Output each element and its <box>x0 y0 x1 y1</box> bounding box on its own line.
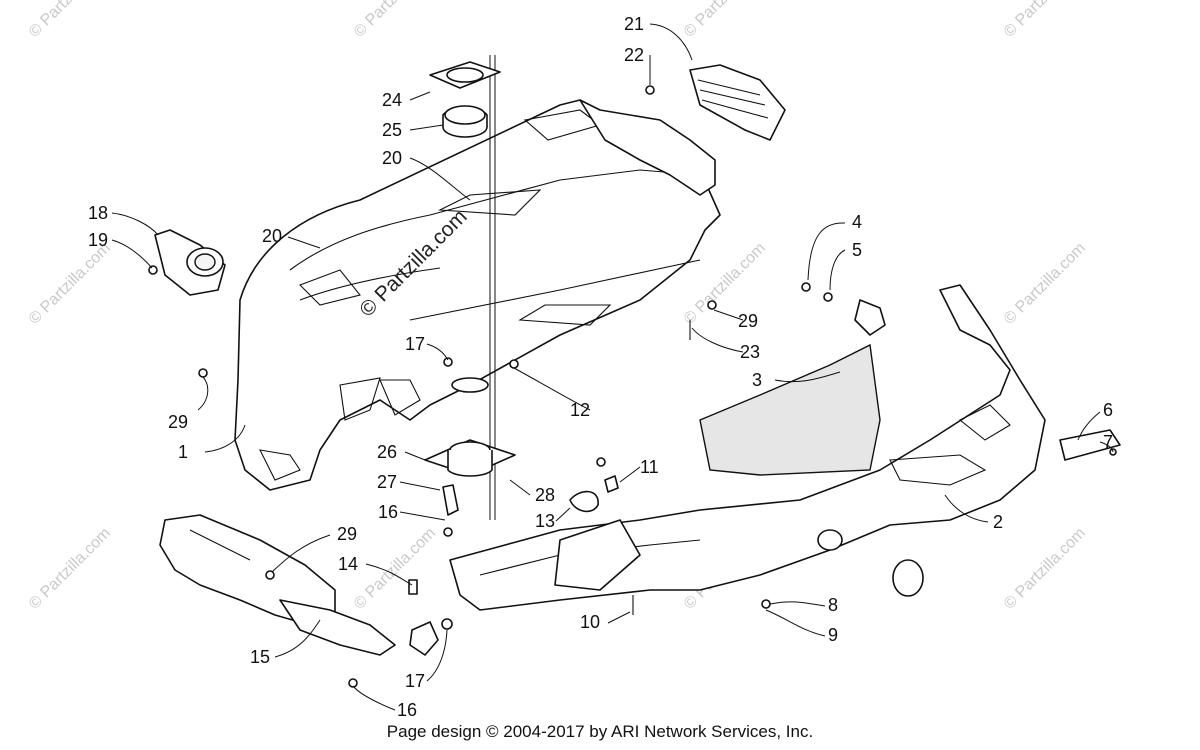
mesh-panel-part[interactable] <box>699 343 881 476</box>
callout-label[interactable]: 4 <box>852 212 862 232</box>
callout-label[interactable]: 13 <box>535 511 555 531</box>
watermark: © Partzilla.com <box>681 0 769 41</box>
callout-label[interactable]: 29 <box>337 524 357 544</box>
callout-label[interactable]: 1 <box>178 442 188 462</box>
callout-label[interactable]: 17 <box>405 671 425 691</box>
callout-label[interactable]: 3 <box>752 370 762 390</box>
callout-label[interactable]: 25 <box>382 120 402 140</box>
callout-label[interactable]: 23 <box>740 342 760 362</box>
callout-label[interactable]: 11 <box>640 457 659 477</box>
callout-labels: 1 2 3 4 5 6 7 8 9 10 11 12 13 14 15 16 1… <box>88 14 1113 720</box>
watermark: © Partzilla.com <box>1001 525 1089 613</box>
callout-label[interactable]: 10 <box>580 612 600 632</box>
callout-label[interactable]: 9 <box>828 625 838 645</box>
callout-label[interactable]: 24 <box>382 90 402 110</box>
watermark: © Partzilla.com <box>26 0 114 41</box>
callout-label[interactable]: 7 <box>1103 432 1113 452</box>
gasket-stack-part[interactable] <box>424 55 516 520</box>
callout-label[interactable]: 28 <box>535 485 555 505</box>
boot-part[interactable] <box>148 229 226 296</box>
callout-label[interactable]: 14 <box>338 554 358 574</box>
callout-label[interactable]: 20 <box>382 148 402 168</box>
callout-label[interactable]: 17 <box>405 334 425 354</box>
leader-lines <box>111 23 1114 711</box>
watermark: © Partzilla.com <box>1001 0 1089 41</box>
callout-label[interactable]: 19 <box>88 230 108 250</box>
callout-label[interactable]: 8 <box>828 595 838 615</box>
callout-label[interactable]: 6 <box>1103 400 1113 420</box>
callout-label[interactable]: 5 <box>852 240 862 260</box>
watermark: © Partzilla.com <box>351 0 439 41</box>
callout-label[interactable]: 12 <box>570 400 590 420</box>
watermark: © Partzilla.com <box>26 240 114 328</box>
watermark: © Partzilla.com <box>351 525 439 613</box>
watermark: © Partzilla.com <box>26 525 114 613</box>
callout-label[interactable]: 21 <box>624 14 644 34</box>
callout-label[interactable]: 16 <box>397 700 417 720</box>
grille-part[interactable] <box>579 64 786 196</box>
page-footer: Page design © 2004-2017 by ARI Network S… <box>386 722 814 741</box>
callout-label[interactable]: 15 <box>250 647 270 667</box>
callout-label[interactable]: 27 <box>377 472 397 492</box>
callout-label[interactable]: 20 <box>262 226 282 246</box>
callout-label[interactable]: 16 <box>378 502 398 522</box>
callout-label[interactable]: 26 <box>377 442 397 462</box>
hardware-parts <box>198 85 1117 688</box>
bumper-part[interactable] <box>159 514 396 656</box>
callout-label[interactable]: 29 <box>168 412 188 432</box>
side-rail-part[interactable] <box>449 284 1121 611</box>
callout-label[interactable]: 29 <box>738 311 758 331</box>
callout-label[interactable]: 2 <box>993 512 1003 532</box>
watermark: © Partzilla.com <box>1001 240 1089 328</box>
callout-label[interactable]: 18 <box>88 203 108 223</box>
callout-label[interactable]: 22 <box>624 45 644 65</box>
